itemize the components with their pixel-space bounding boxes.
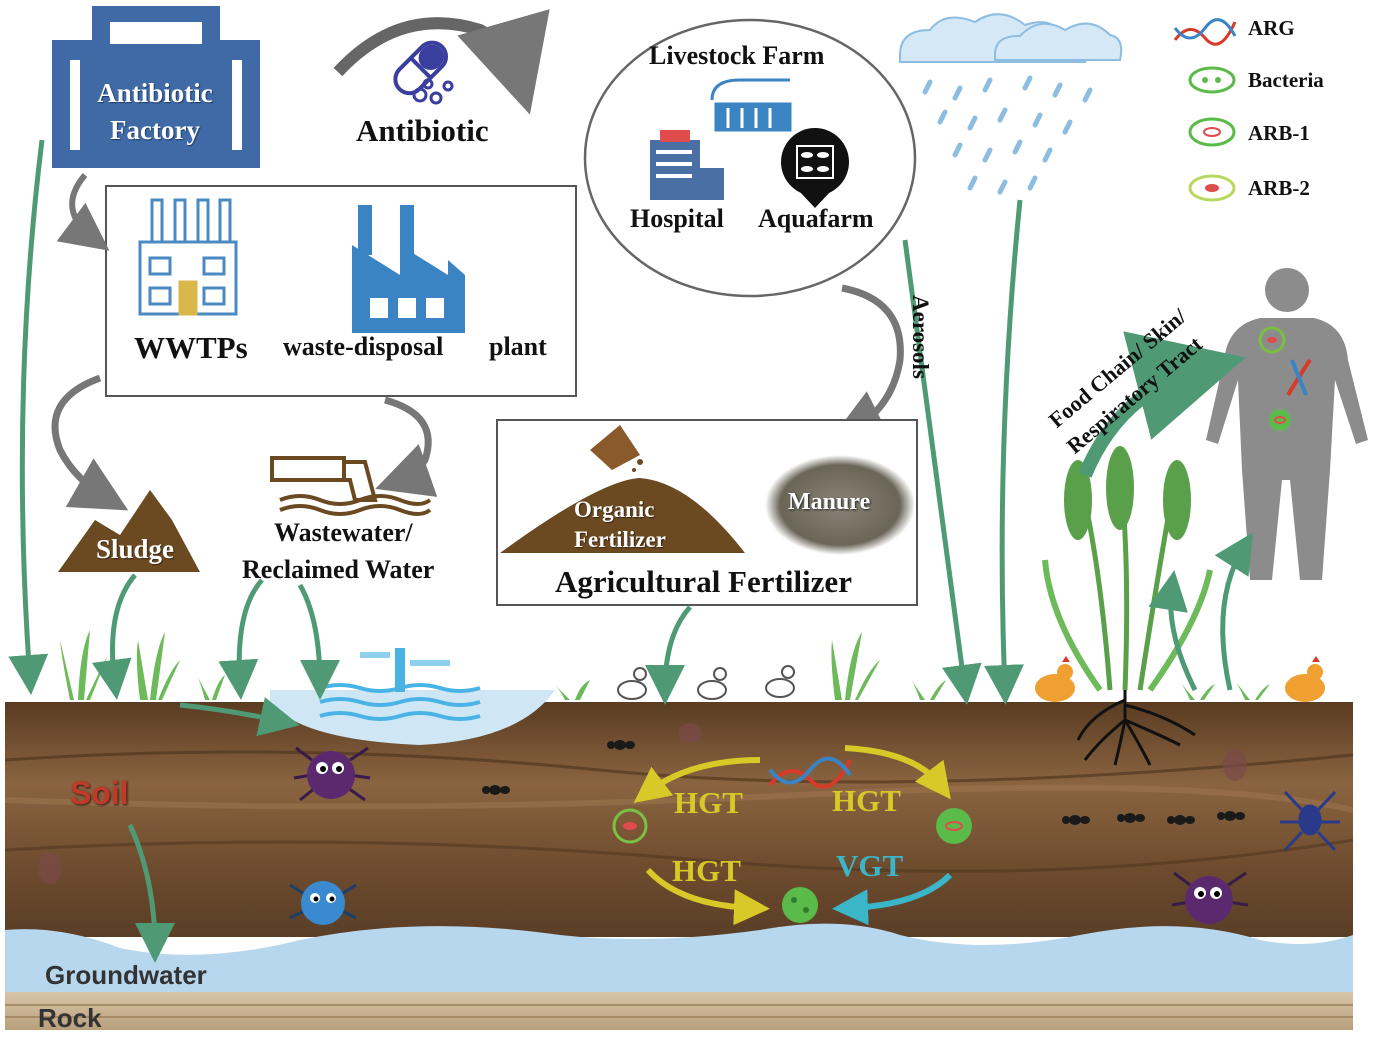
purple-mite-icon-2 <box>1171 871 1249 924</box>
plant-label: plant <box>489 332 547 361</box>
livestock-farm-label: Livestock Farm <box>649 41 825 70</box>
rock-layer <box>5 992 1353 1030</box>
human-body-icon <box>1206 268 1368 580</box>
exposure-arrow <box>1078 331 1246 478</box>
green-flow-arrows <box>8 139 1254 963</box>
wastewater-pipe-icon <box>270 456 432 516</box>
bacteria-icon-soil <box>782 887 818 923</box>
organic-fertilizer-pile <box>500 478 745 553</box>
hgt-label-1: HGT <box>674 785 743 820</box>
wastewater-label-line2: Reclaimed Water <box>242 555 435 584</box>
blue-mite-icon <box>289 881 357 925</box>
organic-label-line1: Organic <box>574 497 655 522</box>
vgt-label: VGT <box>836 848 904 883</box>
aquafarm-label: Aquafarm <box>758 204 874 233</box>
antibiotic-curve-arrow <box>333 9 550 115</box>
arb1-bacteria-icon <box>1188 117 1236 147</box>
hgt-arrow-3 <box>645 867 770 926</box>
groundwater-label: Groundwater <box>45 960 207 990</box>
wastewater-label-line1: Wastewater/ <box>274 518 413 547</box>
root-system-icon <box>1076 690 1196 766</box>
factory-label-line1: Antibiotic <box>97 78 213 108</box>
tick-icons <box>38 723 1247 884</box>
legend-label-arb2: ARB-2 <box>1248 176 1310 200</box>
wwtps-label: WWTPs <box>134 330 248 365</box>
sludge-label: Sludge <box>96 534 175 564</box>
rock-label: Rock <box>38 1003 102 1033</box>
arb2-bacteria-icon <box>1188 174 1236 202</box>
hgt-arrow-2 <box>844 745 951 800</box>
arb1-bacteria-icon-soil <box>936 808 972 844</box>
legend-label-arb1: ARB-1 <box>1248 121 1310 145</box>
spider-icon <box>1280 790 1340 852</box>
groundwater-layer <box>5 923 1353 995</box>
vgt-arrow <box>832 872 953 926</box>
waste-disposal-plant-icon <box>352 205 465 333</box>
wwtp-icon <box>138 198 238 316</box>
treatment-to-sludge-arrow <box>51 374 129 511</box>
organic-label-line2: Fertilizer <box>574 527 666 552</box>
bacteria-icon <box>1188 66 1236 94</box>
dna-helix-icon <box>1173 18 1237 46</box>
aerosols-label: Aerosols <box>908 295 933 379</box>
wheat-plant-icon <box>1042 446 1213 692</box>
aquafarm-icon <box>781 128 849 208</box>
sources-to-fertilizer-arrow <box>829 284 904 442</box>
hospital-label: Hospital <box>630 204 724 233</box>
arb2-bacteria-icon-soil <box>612 808 648 844</box>
legend-label-bacteria: Bacteria <box>1248 68 1324 92</box>
factory-label-line2: Factory <box>110 115 200 145</box>
treatment-to-wastewater-arrow <box>375 396 438 497</box>
hgt-label-2: HGT <box>832 783 901 818</box>
rain-icon <box>922 75 1093 195</box>
livestock-farm-icon <box>710 78 792 132</box>
sources-circle <box>583 18 917 298</box>
factory-to-treatment-arrow <box>56 173 110 251</box>
hgt-arrow-1 <box>633 757 761 803</box>
agricultural-fertilizer-label: Agricultural Fertilizer <box>555 564 852 599</box>
manure-icon <box>765 455 915 555</box>
soil-label: Soil <box>70 775 129 811</box>
factory-icon <box>52 6 260 168</box>
ground-plants <box>60 630 1270 700</box>
chicken-icon-2 <box>1285 656 1325 702</box>
water-waves-icon <box>319 648 481 721</box>
cloud-icon <box>899 13 1123 63</box>
manure-label: Manure <box>788 489 871 515</box>
human-internal-bacteria <box>1258 326 1312 431</box>
pond <box>270 690 555 745</box>
hospital-icon <box>650 130 724 200</box>
legend-label-arg: ARG <box>1248 16 1295 40</box>
duck-icons <box>617 665 795 700</box>
chicken-icon <box>1035 656 1075 702</box>
waste-disposal-label: waste-disposal <box>283 332 444 361</box>
pill-icon <box>393 40 454 105</box>
fertilizer-bag-icon <box>590 425 643 472</box>
arg-dna-icon <box>768 756 852 789</box>
antibiotic-label: Antibiotic <box>356 113 489 148</box>
hgt-label-3: HGT <box>672 853 741 888</box>
purple-mite-icon <box>293 746 371 802</box>
ant-icons <box>482 740 1245 825</box>
sludge-pile <box>58 490 200 572</box>
